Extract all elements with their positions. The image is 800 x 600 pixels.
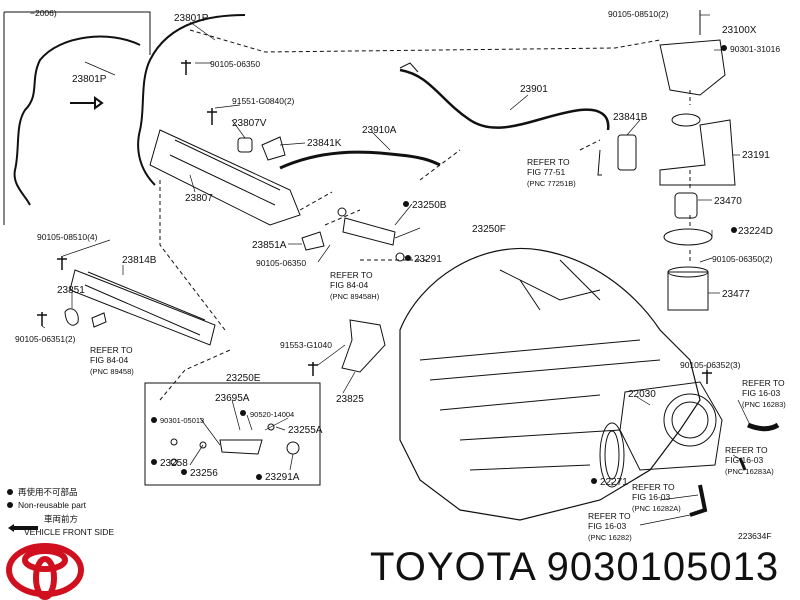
engine-block (399, 248, 701, 521)
ref-16-03c-line3: (PNC 16282A) (632, 504, 681, 513)
ref-84-04b-line1: REFER TO (90, 345, 133, 355)
legend-nonreuse-en: Non-reusable part (18, 500, 87, 510)
label-22271: 22271 (600, 477, 628, 488)
label-90105-06350-b: 90105-06350 (256, 258, 306, 268)
label-90520-14004: 90520-14004 (250, 410, 294, 419)
label-23901: 23901 (520, 84, 548, 95)
ref-16-03c-line2: FIG 16-03 (632, 492, 671, 502)
front-arrow-icon (8, 524, 38, 532)
gasket-22271 (599, 422, 625, 488)
label-90105-06352-3: 90105-06352(3) (680, 360, 741, 370)
label-23250e: 23250E (226, 373, 261, 384)
label-90105-06350-2: 90105-06350(2) (712, 254, 773, 264)
ref-84-04a-line3: (PNC 89458H) (330, 292, 380, 301)
label-23807v: 23807V (232, 118, 267, 129)
toyota-logo (6, 543, 84, 600)
nonreusable-bullet-icon (7, 489, 13, 495)
label-23695a: 23695A (215, 393, 250, 404)
ref-77-51-line2: FIG 77-51 (527, 167, 566, 177)
label-23255a: 23255A (288, 425, 323, 436)
label-23256: 23256 (190, 468, 218, 479)
fuel-pipe-23801p (137, 14, 246, 186)
ref-84-04b-line2: FIG 84-04 (90, 355, 129, 365)
label-23841k: 23841K (307, 138, 342, 149)
ref-77-51-line1: REFER TO (527, 157, 570, 167)
label-23841b: 23841B (613, 112, 648, 123)
ref-16-03a-line3: (PNC 16283) (742, 400, 786, 409)
legend-front-jp: 車両前方 (44, 514, 78, 524)
label-23470: 23470 (714, 196, 742, 207)
label-91551-g0840: 91551-G0840(2) (232, 96, 295, 106)
label-90105-08510-2: 90105-08510(2) (608, 9, 669, 19)
label-23807: 23807 (185, 193, 213, 204)
ref-84-04b-line3: (PNC 89458) (90, 367, 134, 376)
legend-nonreuse-jp: 再使用不可部品 (18, 487, 78, 497)
label-23258: 23258 (160, 458, 188, 469)
fuel-rail-23807 (149, 129, 301, 226)
label-23801p-old: 23801P (72, 74, 107, 85)
ref-16-03a-line2: FIG 16-03 (742, 388, 781, 398)
hose-23910a (279, 150, 441, 170)
label-23191: 23191 (742, 150, 770, 161)
injector-23250f (342, 217, 396, 246)
label-90105-06351-2: 90105-06351(2) (15, 334, 76, 344)
ref-84-04a-line2: FIG 84-04 (330, 280, 369, 290)
part-23470 (674, 192, 698, 219)
ref-16-03b-line1: REFER TO (725, 445, 768, 455)
ref-16-03d-line3: (PNC 16282) (588, 533, 632, 542)
ref-16-03c-line1: REFER TO (632, 482, 675, 492)
label-23224d: 23224D (738, 226, 773, 237)
label-23910a: 23910A (362, 125, 397, 136)
year-range-bracket (3, 11, 151, 225)
label-23291a: 23291A (265, 472, 300, 483)
label-23851a: 23851A (252, 240, 287, 251)
label-23851: 23851 (57, 285, 85, 296)
part-23477 (667, 271, 709, 311)
label-22030: 22030 (628, 389, 656, 400)
label-90105-06350-a: 90105-06350 (210, 59, 260, 69)
nonreusable-bullet-icon-2 (7, 502, 13, 508)
part-number-title: TOYOTA 9030105013 (370, 545, 780, 589)
ref-16-03b-line3: (PNC 16283A) (725, 467, 774, 476)
part-23841b (617, 134, 637, 171)
label-23825: 23825 (336, 394, 364, 405)
direction-arrow (70, 96, 104, 110)
label-23814b: 23814B (122, 255, 157, 266)
label-90105-08510-4: 90105-08510(4) (37, 232, 98, 242)
label-91553-g1040: 91553-G1040 (280, 340, 332, 350)
label-23250f: 23250F (472, 224, 506, 235)
fuel-pipe-23801p-old (13, 35, 141, 206)
injector-kit-box-23250e (144, 382, 321, 486)
year-note: −2006) (30, 8, 57, 18)
label-23250b: 23250B (412, 200, 447, 211)
figure-code: 223634F (738, 531, 772, 541)
label-90301-05013: 90301-05013 (160, 416, 204, 425)
ref-16-03d-line2: FIG 16-03 (588, 521, 627, 531)
ref-16-03b-line2: FIG 16-03 (725, 455, 764, 465)
label-90301-31016: 90301-31016 (730, 44, 780, 54)
bracket-23191 (659, 119, 736, 186)
ref-77-51-line3: (PNC 77251B) (527, 179, 576, 188)
fuel-pump-23100x (659, 39, 726, 96)
label-23477: 23477 (722, 289, 750, 300)
ref-16-03a-line1: REFER TO (742, 378, 785, 388)
label-23100x: 23100X (722, 25, 757, 36)
legend-front-en: VEHICLE FRONT SIDE (24, 527, 114, 537)
part-23825 (341, 319, 386, 373)
ref-16-03d-line1: REFER TO (588, 511, 631, 521)
rail-23814b (69, 269, 216, 346)
label-23801p: 23801P (174, 13, 209, 24)
ref-84-04a-line1: REFER TO (330, 270, 373, 280)
label-23291: 23291 (414, 254, 442, 265)
pipe-23901 (399, 68, 610, 131)
